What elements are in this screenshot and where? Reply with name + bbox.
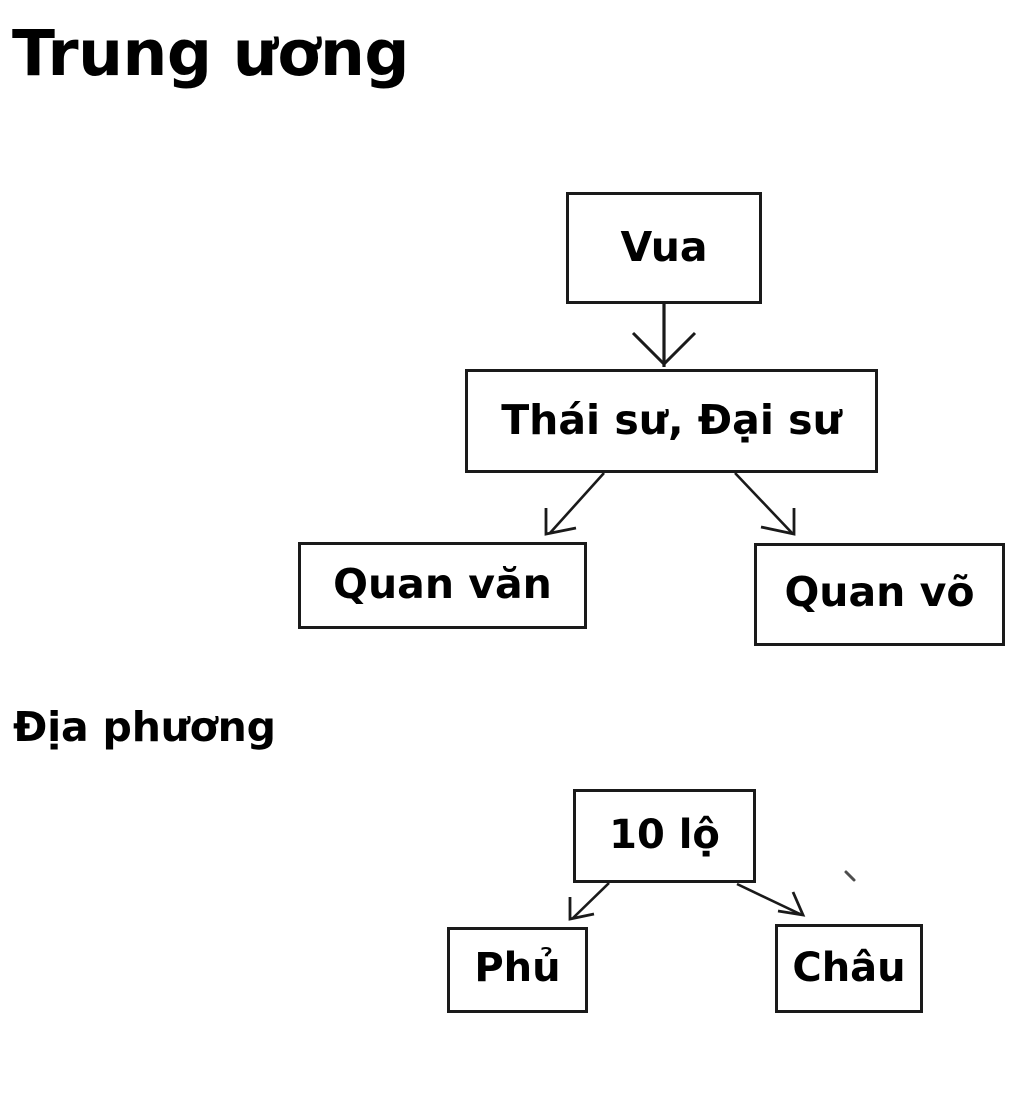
node-vua-label: Vua [620,222,708,271]
node-chau[interactable]: Châu [775,924,923,1013]
node-vua[interactable]: Vua [566,192,762,304]
node-quan-vo-label: Quan võ [784,568,975,616]
node-thai-su-label: Thái sư, Đại sư [501,395,842,444]
stray-mark [844,870,856,882]
edge-thai-su-to-quan-vo [734,472,796,536]
node-phu[interactable]: Phủ [447,927,588,1013]
node-quan-vo[interactable]: Quan võ [754,543,1005,646]
node-thai-su[interactable]: Thái sư, Đại sư [465,369,878,473]
node-10-lo-label: 10 lộ [609,812,720,858]
edge-thai-su-to-quan-van [544,472,605,536]
edge-vua-to-thai-su [631,303,697,367]
section-heading-local: Địa phương [13,703,276,751]
node-chau-label: Châu [792,944,906,991]
edge-10-lo-to-chau [736,882,806,917]
edge-10-lo-to-phu [568,882,610,921]
node-phu-label: Phủ [474,945,561,991]
section-heading-central: Trung ương [12,17,409,90]
node-quan-van[interactable]: Quan văn [298,542,587,629]
node-quan-van-label: Quan văn [333,560,552,608]
node-10-lo[interactable]: 10 lộ [573,789,756,883]
